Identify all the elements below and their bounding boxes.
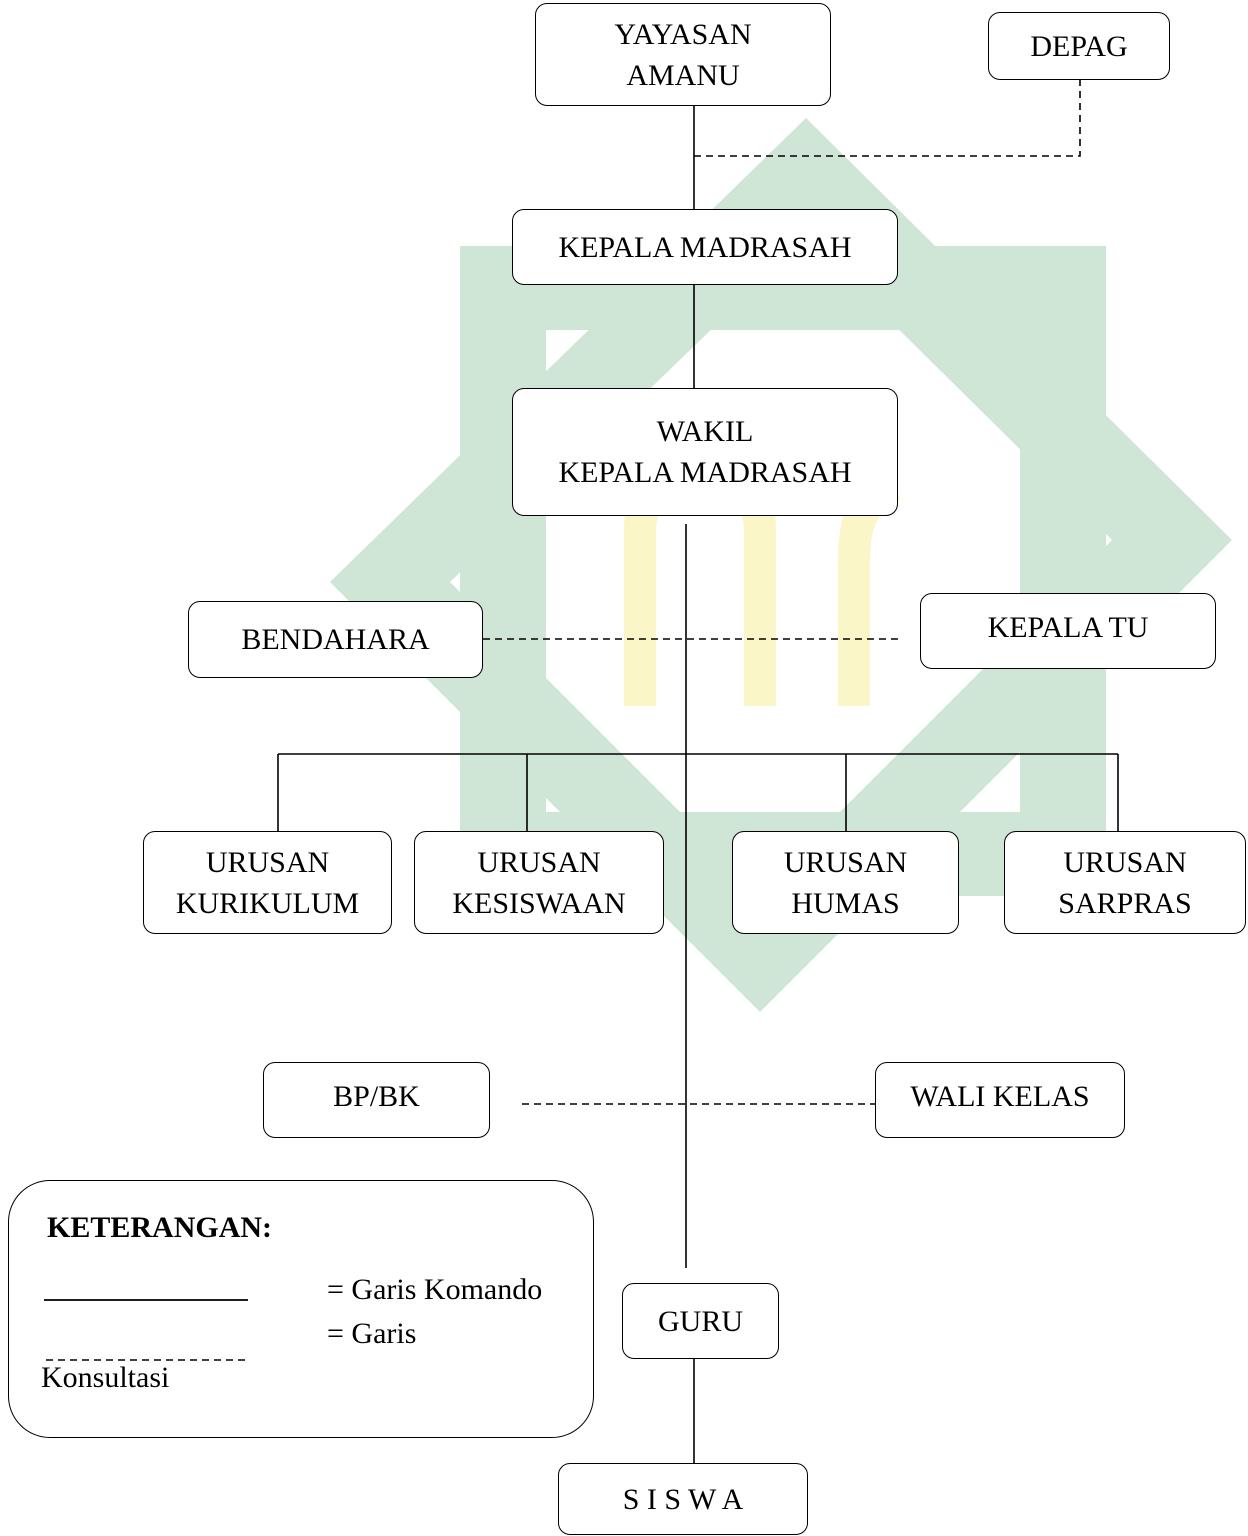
node-label-line: DEPAG — [1030, 29, 1128, 63]
node-urusan-humas: URUSAN HUMAS — [732, 831, 959, 934]
legend-komando-label: = Garis Komando — [327, 1273, 543, 1306]
legend-title: KETERANGAN: — [47, 1211, 273, 1244]
node-label-line: URUSAN — [783, 845, 908, 879]
node-wakil-kepala-madrasah: WAKIL KEPALA MADRASAH — [512, 388, 898, 516]
node-label-line: URUSAN — [477, 845, 601, 879]
node-kepala-madrasah: KEPALA MADRASAH — [512, 209, 898, 285]
node-urusan-kurikulum: URUSAN KURIKULUM — [143, 831, 392, 934]
legend-konsultasi-label: Konsultasi — [41, 1361, 170, 1394]
node-label-line: WALI KELAS — [910, 1080, 1090, 1113]
node-label-line: URUSAN — [1063, 845, 1187, 879]
node-label-line: GURU — [657, 1304, 743, 1338]
node-depag: DEPAG — [988, 12, 1170, 80]
legend-garis-label: = Garis — [327, 1317, 417, 1350]
node-bp-bk: BP/BK — [263, 1062, 490, 1138]
node-wali-kelas: WALI KELAS — [875, 1062, 1125, 1138]
legend-box: KETERANGAN: = Garis Komando = Garis Kons… — [8, 1180, 594, 1438]
node-label-line: HUMAS — [791, 886, 900, 920]
node-label-line: BP/BK — [333, 1080, 420, 1113]
node-kepala-tu: KEPALA TU — [920, 593, 1216, 669]
node-yayasan-amanu: YAYASAN AMANU — [535, 3, 831, 106]
node-guru: GURU — [622, 1283, 779, 1359]
node-label-line: KEPALA MADRASAH — [558, 456, 852, 489]
node-label-line: SARPRAS — [1058, 886, 1192, 920]
node-label-line: AMANU — [626, 58, 740, 92]
node-label-line: KEPALA MADRASAH — [558, 230, 852, 264]
node-bendahara: BENDAHARA — [188, 601, 483, 678]
node-label-line: URUSAN — [205, 845, 330, 879]
node-urusan-kesiswaan: URUSAN KESISWAAN — [414, 831, 664, 934]
node-label-line: WAKIL — [656, 415, 754, 448]
node-siswa: S I S W A — [558, 1463, 808, 1535]
node-label-line: KESISWAAN — [452, 886, 626, 920]
node-label-line: BENDAHARA — [241, 623, 430, 656]
node-label-line: S I S W A — [622, 1482, 744, 1516]
node-label-line: KEPALA TU — [987, 611, 1149, 644]
node-urusan-sarpras: URUSAN SARPRAS — [1004, 831, 1246, 934]
line-depag-consult — [694, 80, 1081, 157]
node-label-line: KURIKULUM — [175, 886, 360, 920]
node-label-line: YAYASAN — [614, 17, 752, 51]
